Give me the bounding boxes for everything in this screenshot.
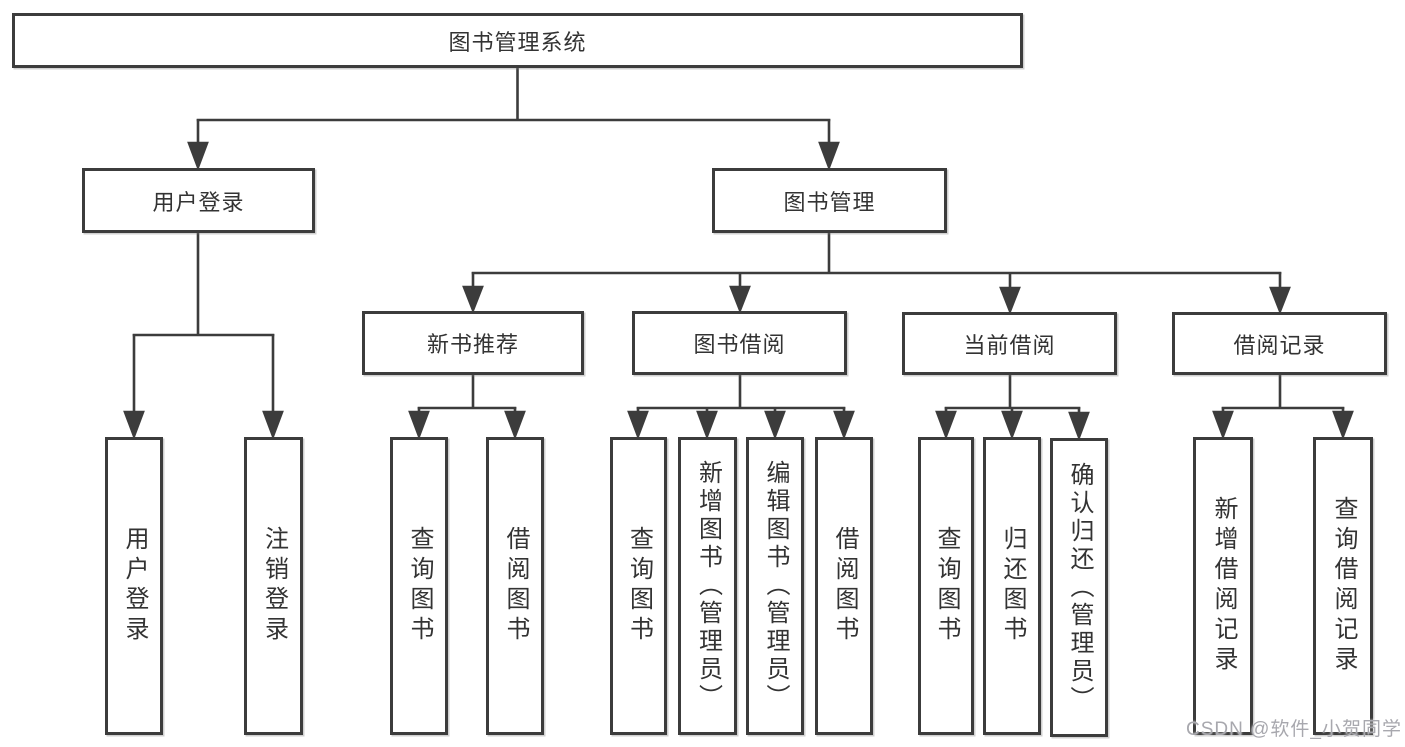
node-book-borrow-label: 图书借阅 xyxy=(693,332,786,357)
leaf-label: 用户登录 xyxy=(121,526,148,646)
arrowhead-icon xyxy=(999,286,1021,315)
leaf-label: 确认归还（管理员） xyxy=(1066,461,1093,714)
node-current-borrow: 当前借阅 xyxy=(902,312,1117,375)
leaf-return-books: 归还图书 xyxy=(983,437,1041,735)
leaf-borrow-books-1: 借阅图书 xyxy=(486,437,544,735)
arrowhead-icon xyxy=(833,410,855,440)
leaf-label: 查询图书 xyxy=(406,526,433,646)
leaf-query-books-3: 查询图书 xyxy=(918,437,974,735)
leaf-add-books-admin: 新增图书（管理员） xyxy=(678,437,737,735)
leaf-label: 归还图书 xyxy=(999,526,1026,646)
connector-current xyxy=(935,375,1090,441)
arrowhead-icon xyxy=(764,410,786,440)
leaf-user-login: 用户登录 xyxy=(105,437,163,735)
leaf-label: 查询图书 xyxy=(933,526,960,646)
leaf-label: 新增图书（管理员） xyxy=(694,460,722,712)
leaf-add-borrow-record: 新增借阅记录 xyxy=(1193,437,1253,735)
leaf-edit-books-admin: 编辑图书（管理员） xyxy=(746,437,804,735)
arrowhead-icon xyxy=(1001,410,1023,440)
arrowhead-icon xyxy=(1332,410,1354,440)
node-user-login-label: 用户登录 xyxy=(152,189,245,215)
node-book-borrow: 图书借阅 xyxy=(632,311,847,375)
node-new-books: 新书推荐 xyxy=(362,311,584,375)
node-root: 图书管理系统 xyxy=(12,13,1023,68)
node-current-borrow-label: 当前借阅 xyxy=(963,332,1056,358)
node-user-login: 用户登录 xyxy=(82,168,315,233)
arrowhead-icon xyxy=(504,410,526,440)
connector-records xyxy=(1212,375,1354,440)
arrowhead-icon xyxy=(729,285,751,314)
arrowhead-icon xyxy=(1269,286,1291,315)
leaf-label: 查询图书 xyxy=(625,526,653,646)
leaf-label: 借阅图书 xyxy=(831,526,858,646)
arrowhead-icon xyxy=(1212,410,1234,440)
arrowhead-icon xyxy=(818,141,840,171)
leaf-query-books-2: 查询图书 xyxy=(610,437,667,735)
leaf-borrow-books-2: 借阅图书 xyxy=(815,437,873,735)
leaf-query-borrow-record: 查询借阅记录 xyxy=(1313,437,1373,735)
node-borrow-records: 借阅记录 xyxy=(1172,312,1387,375)
arrowhead-icon xyxy=(123,410,145,440)
leaf-label: 编辑图书（管理员） xyxy=(762,460,789,712)
csdn-watermark: CSDN @软件_小贺同学 xyxy=(1186,719,1402,740)
connector-book-management xyxy=(462,233,1291,315)
leaf-confirm-return-admin: 确认归还（管理员） xyxy=(1050,438,1108,737)
node-borrow-records-label: 借阅记录 xyxy=(1233,332,1326,358)
arrowhead-icon xyxy=(696,410,718,440)
leaf-label: 查询借阅记录 xyxy=(1330,496,1357,676)
leaf-label: 借阅图书 xyxy=(502,526,529,646)
arrowhead-icon xyxy=(462,285,484,314)
leaf-query-books-1: 查询图书 xyxy=(390,437,448,735)
arrowhead-icon xyxy=(935,410,957,440)
arrowhead-icon xyxy=(187,141,209,171)
arrowhead-icon xyxy=(1068,411,1090,441)
leaf-label: 注销登录 xyxy=(260,526,288,646)
leaf-logout: 注销登录 xyxy=(244,437,303,735)
connector-root xyxy=(187,68,840,171)
arrowhead-icon xyxy=(408,410,430,440)
connector-new-books xyxy=(408,375,526,440)
leaf-label: 新增借阅记录 xyxy=(1210,496,1237,676)
node-book-management: 图书管理 xyxy=(712,168,947,233)
arrowhead-icon xyxy=(262,410,284,440)
connector-user-login xyxy=(123,233,284,440)
connector-borrow xyxy=(627,375,855,440)
node-book-management-label: 图书管理 xyxy=(783,189,876,215)
arrowhead-icon xyxy=(627,410,649,440)
node-new-books-label: 新书推荐 xyxy=(426,332,519,357)
node-root-label: 图书管理系统 xyxy=(448,29,587,55)
